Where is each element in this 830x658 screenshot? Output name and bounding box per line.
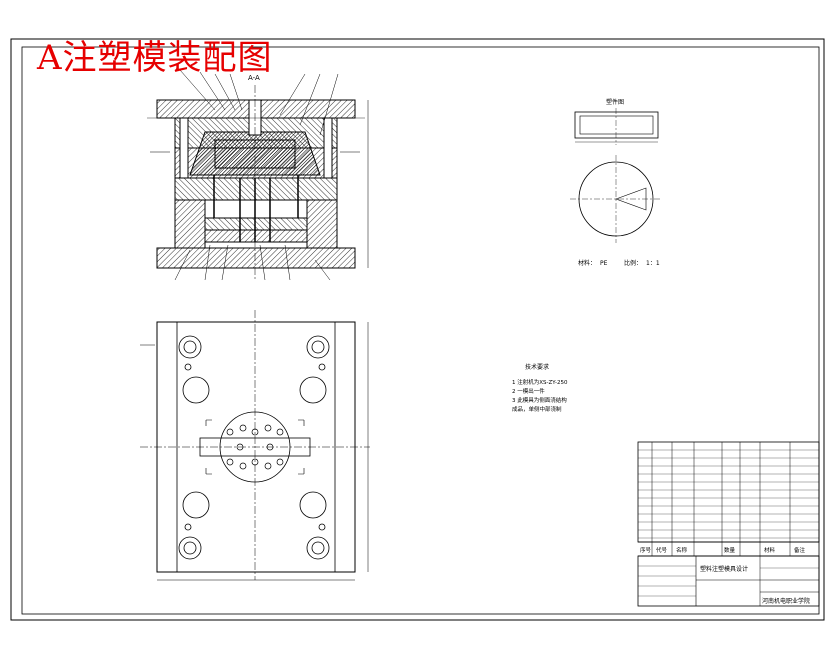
bom-header-cell: 代号 <box>656 546 668 554</box>
bom-header-cell: 数量 <box>724 546 736 554</box>
material-label: 材料： <box>578 259 596 267</box>
bom-header-cell: 名称 <box>676 546 688 554</box>
tech-requirement-item: 成品，单侧中部浇制 <box>512 405 562 413</box>
tech-requirements: 技术要求 1 注射机为XS-ZY-250 2 一模出一件 3 此模具为侧面浇结构… <box>512 363 568 413</box>
tech-requirement-item: 2 一模出一件 <box>512 387 545 395</box>
bom-table <box>637 441 820 607</box>
bom-header-cell: 备注 <box>794 546 806 554</box>
tech-requirement-item: 3 此模具为侧面浇结构 <box>512 396 567 404</box>
part-drawing: 塑件图 材料： PE 比例： 1：1 <box>570 98 662 267</box>
school-name: 河南机电职业学院 <box>762 597 810 605</box>
tech-requirement-item: 1 注射机为XS-ZY-250 <box>512 378 568 386</box>
scale-value: 1：1 <box>646 260 660 267</box>
material-value: PE <box>600 260 608 267</box>
bom-header-cell: 序号 <box>640 546 652 554</box>
drawing-name: 塑料注塑模具设计 <box>700 565 748 573</box>
part-drawing-title: 塑件图 <box>606 98 624 106</box>
bom-header-cell: 材料 <box>764 546 776 554</box>
outer-frame <box>10 38 825 621</box>
scale-label: 比例： <box>624 259 642 267</box>
tech-requirements-heading: 技术要求 <box>525 363 549 371</box>
section-label: A-A <box>248 74 260 82</box>
bom-header: 序号 代号 名称 数量 材料 备注 <box>640 546 806 554</box>
drawing-title: A注塑模装配图 <box>37 38 273 78</box>
plan-view <box>140 310 370 581</box>
inner-frame <box>21 46 820 615</box>
section-view-aa: A-A <box>147 69 369 281</box>
